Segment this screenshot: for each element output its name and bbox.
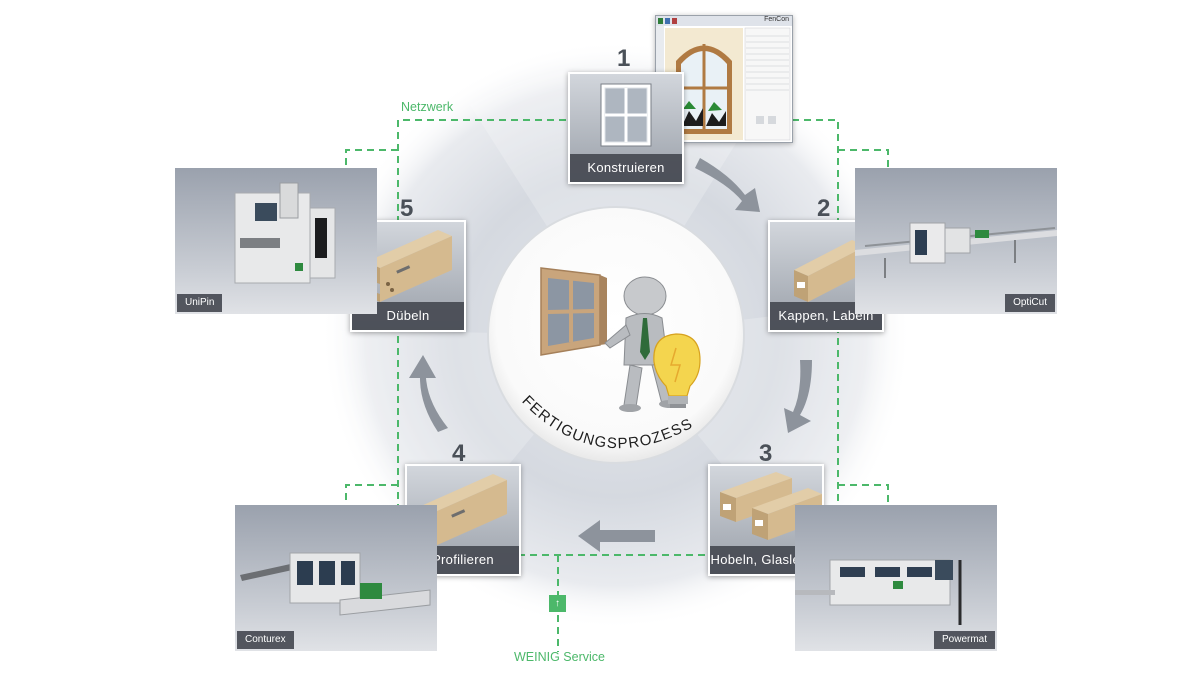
machine-powermat: Powermat [795,505,997,651]
software-title: FenCon [764,16,789,23]
network-label: Netzwerk [401,100,454,114]
unipin-machine-image [175,168,377,314]
step-number-4: 4 [452,440,466,467]
software-screenshot: FenCon [655,15,793,143]
powermat-machine-image [795,505,997,651]
service-label: WEINIG Service [514,650,605,664]
step-label-3: Hobeln, Glasleiste [710,546,822,574]
machine-label-conturex: Conturex [237,631,294,649]
step-label-1: Konstruieren [570,154,682,182]
lightbulb-icon [653,333,701,408]
machine-opticut: OptiCut [855,168,1057,314]
machine-label-opticut: OptiCut [1005,294,1055,312]
machine-unipin: UniPin [175,168,377,314]
step-number-1: 1 [617,45,631,72]
opticut-machine-image [855,168,1057,314]
machine-label-powermat: Powermat [933,631,995,649]
step-number-5: 5 [400,195,414,222]
machine-label-unipin: UniPin [177,294,223,312]
center-window-figure [540,267,607,356]
step-konstruieren: Konstruieren [568,72,684,184]
step-number-2: 2 [817,195,831,222]
step-number-3: 3 [759,440,773,467]
conturex-machine-image [235,505,437,651]
process-arrows [409,158,812,552]
machine-conturex: Conturex [235,505,437,651]
up-arrow-icon: ↑ [549,595,566,612]
